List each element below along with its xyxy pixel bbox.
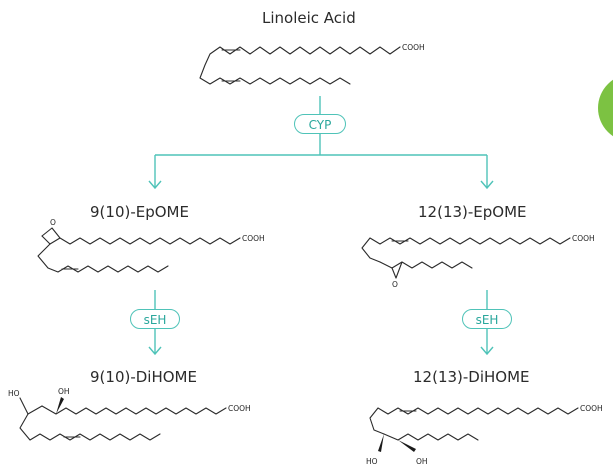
left-epoxide-oxygen: O xyxy=(50,218,56,227)
right-seh-arrow-icon xyxy=(480,346,494,356)
right-dihome-structure: HO OH COOH xyxy=(366,404,603,466)
right-branch-arrow-icon xyxy=(480,180,494,190)
right-diol-oh-label: OH xyxy=(416,457,428,466)
left-dihome-acid-label: COOH xyxy=(228,404,251,413)
left-dihome-structure: HO OH COOH xyxy=(8,387,251,441)
right-epome-acid-label: COOH xyxy=(572,234,595,243)
left-epoxide-title: 9(10)-EpOME xyxy=(90,203,189,221)
cyp-enzyme-pill: CYP xyxy=(294,114,346,134)
left-epome-acid-label: COOH xyxy=(242,234,265,243)
left-seh-enzyme-pill: sEH xyxy=(130,309,180,329)
connector-lines xyxy=(148,96,494,356)
linoleic-acid-structure: COOH xyxy=(199,43,425,85)
right-epoxide-title: 12(13)-EpOME xyxy=(418,203,527,221)
left-branch-arrow-icon xyxy=(148,180,162,190)
right-epome-structure: O COOH xyxy=(361,234,595,289)
left-epome-structure: O COOH xyxy=(37,218,265,273)
acid-label: COOH xyxy=(402,43,425,52)
left-seh-arrow-icon xyxy=(148,346,162,356)
left-diol-title: 9(10)-DiHOME xyxy=(90,368,197,386)
right-diol-ho-label: HO xyxy=(366,457,378,466)
linoleic-acid-title: Linoleic Acid xyxy=(262,9,356,27)
right-epoxide-oxygen: O xyxy=(392,280,398,289)
right-seh-enzyme-pill: sEH xyxy=(462,309,512,329)
left-diol-oh-label: OH xyxy=(58,387,70,396)
right-diol-title: 12(13)-DiHOME xyxy=(413,368,530,386)
green-badge-icon xyxy=(598,79,613,137)
left-diol-ho-label: HO xyxy=(8,389,20,398)
right-dihome-acid-label: COOH xyxy=(580,404,603,413)
